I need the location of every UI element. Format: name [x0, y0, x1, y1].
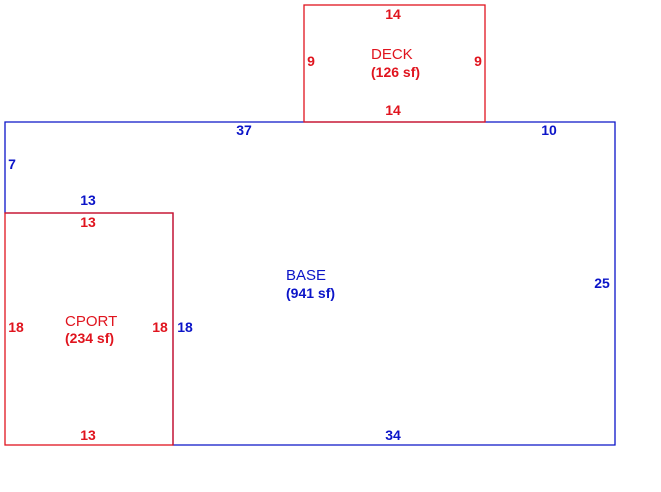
base-dim-bottom: 34 [385, 427, 401, 443]
base-dim-step: 13 [80, 192, 96, 208]
deck-name: DECK [371, 46, 413, 63]
base-dim-left-upper: 7 [8, 156, 16, 172]
deck-area: (126 sf) [371, 64, 420, 80]
deck-outline [303, 4, 486, 123]
base-dim-top-left: 37 [236, 122, 252, 138]
deck-dim-right: 9 [474, 53, 482, 69]
deck-dim-bottom: 14 [385, 102, 401, 118]
cport-dim-right: 18 [152, 319, 168, 335]
base-name: BASE [286, 267, 326, 284]
base-dim-inner-right: 18 [177, 319, 193, 335]
base-area: (941 sf) [286, 285, 335, 301]
cport-name: CPORT [65, 313, 117, 330]
cport-dim-top: 13 [80, 214, 96, 230]
deck-dim-top: 14 [385, 6, 401, 22]
base-dim-right: 25 [594, 275, 610, 291]
cport-area: (234 sf) [65, 330, 114, 346]
base-dim-top-right: 10 [541, 122, 557, 138]
cport-dim-bottom: 13 [80, 427, 96, 443]
cport-dim-left: 18 [8, 319, 24, 335]
cport-outline [4, 212, 174, 446]
deck-dim-left: 9 [307, 53, 315, 69]
